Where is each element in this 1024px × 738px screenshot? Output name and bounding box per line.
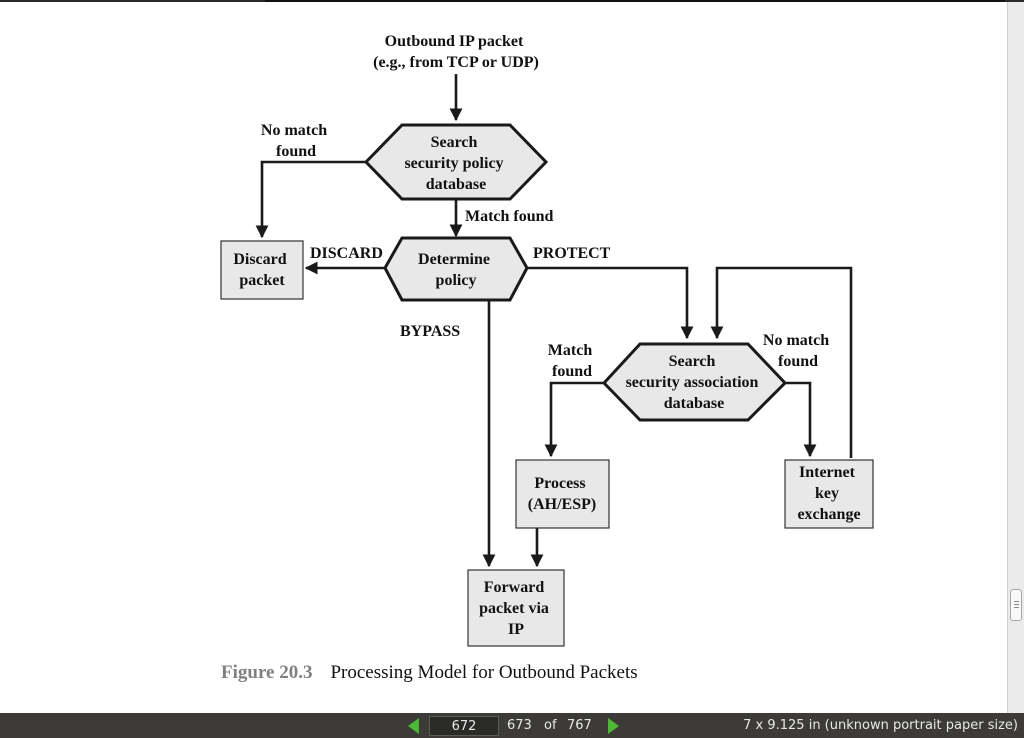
- viewer-statusbar: 673 of 767 7 x 9.125 in (unknown portrai…: [0, 713, 1024, 738]
- sad-search-hexagon: [601, 342, 788, 422]
- spd-search-hexagon: [363, 123, 549, 201]
- connectors: [255, 74, 853, 568]
- flowchart: Outbound IP packet (e.g., from TCP or UD…: [220, 33, 874, 647]
- determine-policy-hexagon: [383, 236, 529, 302]
- grip-line-icon: [1014, 601, 1019, 602]
- next-page-arrow-icon[interactable]: [608, 718, 619, 734]
- previous-page-arrow-icon[interactable]: [408, 718, 419, 734]
- total-pages: 767: [567, 718, 592, 733]
- match-found-label: Match found: [465, 208, 554, 225]
- paper-size-label: 7 x 9.125 in (unknown portrait paper siz…: [743, 718, 1018, 733]
- document-page: Outbound IP packet (e.g., from TCP or UD…: [0, 2, 1007, 713]
- discard-box-label: Discard packet: [233, 251, 290, 289]
- ike-box-label: Internet key exchange: [797, 464, 860, 523]
- discard-label: DISCARD: [310, 245, 383, 262]
- arrow-sad-nomatch-to-ike: [785, 381, 817, 458]
- bypass-label: BYPASS: [400, 323, 460, 340]
- window-top-edge: [0, 0, 1024, 2]
- determine-policy-label: Determine policy: [418, 251, 494, 289]
- sad-search-label: Search security association database: [626, 353, 763, 412]
- tab-highlight: [265, 0, 1005, 2]
- ike-box: [784, 459, 874, 529]
- arrow-spd-nomatch-to-discard: [255, 160, 366, 239]
- figure-caption: Figure 20.3 Processing Model for Outbound…: [221, 662, 638, 684]
- forward-box: [467, 569, 565, 647]
- spd-search-label: Search security policy database: [404, 134, 507, 193]
- no-match-label-sad: No match found: [763, 332, 833, 370]
- figure-number: Figure 20.3: [221, 662, 313, 683]
- match-label-sad: Match found: [548, 342, 596, 380]
- next-page-number: 673: [507, 718, 532, 733]
- of-label: of: [544, 718, 557, 733]
- discard-box: [220, 240, 304, 300]
- scrollbar-thumb[interactable]: [1010, 589, 1022, 621]
- arrow-sad-match-to-process: [544, 381, 604, 458]
- arrow-ike-to-sad: [710, 266, 853, 458]
- figure-title: Processing Model for Outbound Packets: [330, 662, 638, 683]
- no-match-label-spd: No match found: [261, 122, 331, 160]
- forward-box-label: Forward packet via IP: [479, 579, 553, 638]
- grip-line-icon: [1014, 604, 1019, 605]
- process-box: [515, 459, 610, 529]
- vertical-scrollbar[interactable]: [1007, 2, 1024, 713]
- process-box-label: Process (AH/ESP): [528, 475, 596, 513]
- current-page-input[interactable]: [429, 716, 499, 736]
- protect-label: PROTECT: [533, 245, 611, 262]
- input-label: Outbound IP packet (e.g., from TCP or UD…: [373, 33, 539, 71]
- arrow-policy-protect-to-sad: [527, 266, 694, 340]
- grip-line-icon: [1014, 607, 1019, 608]
